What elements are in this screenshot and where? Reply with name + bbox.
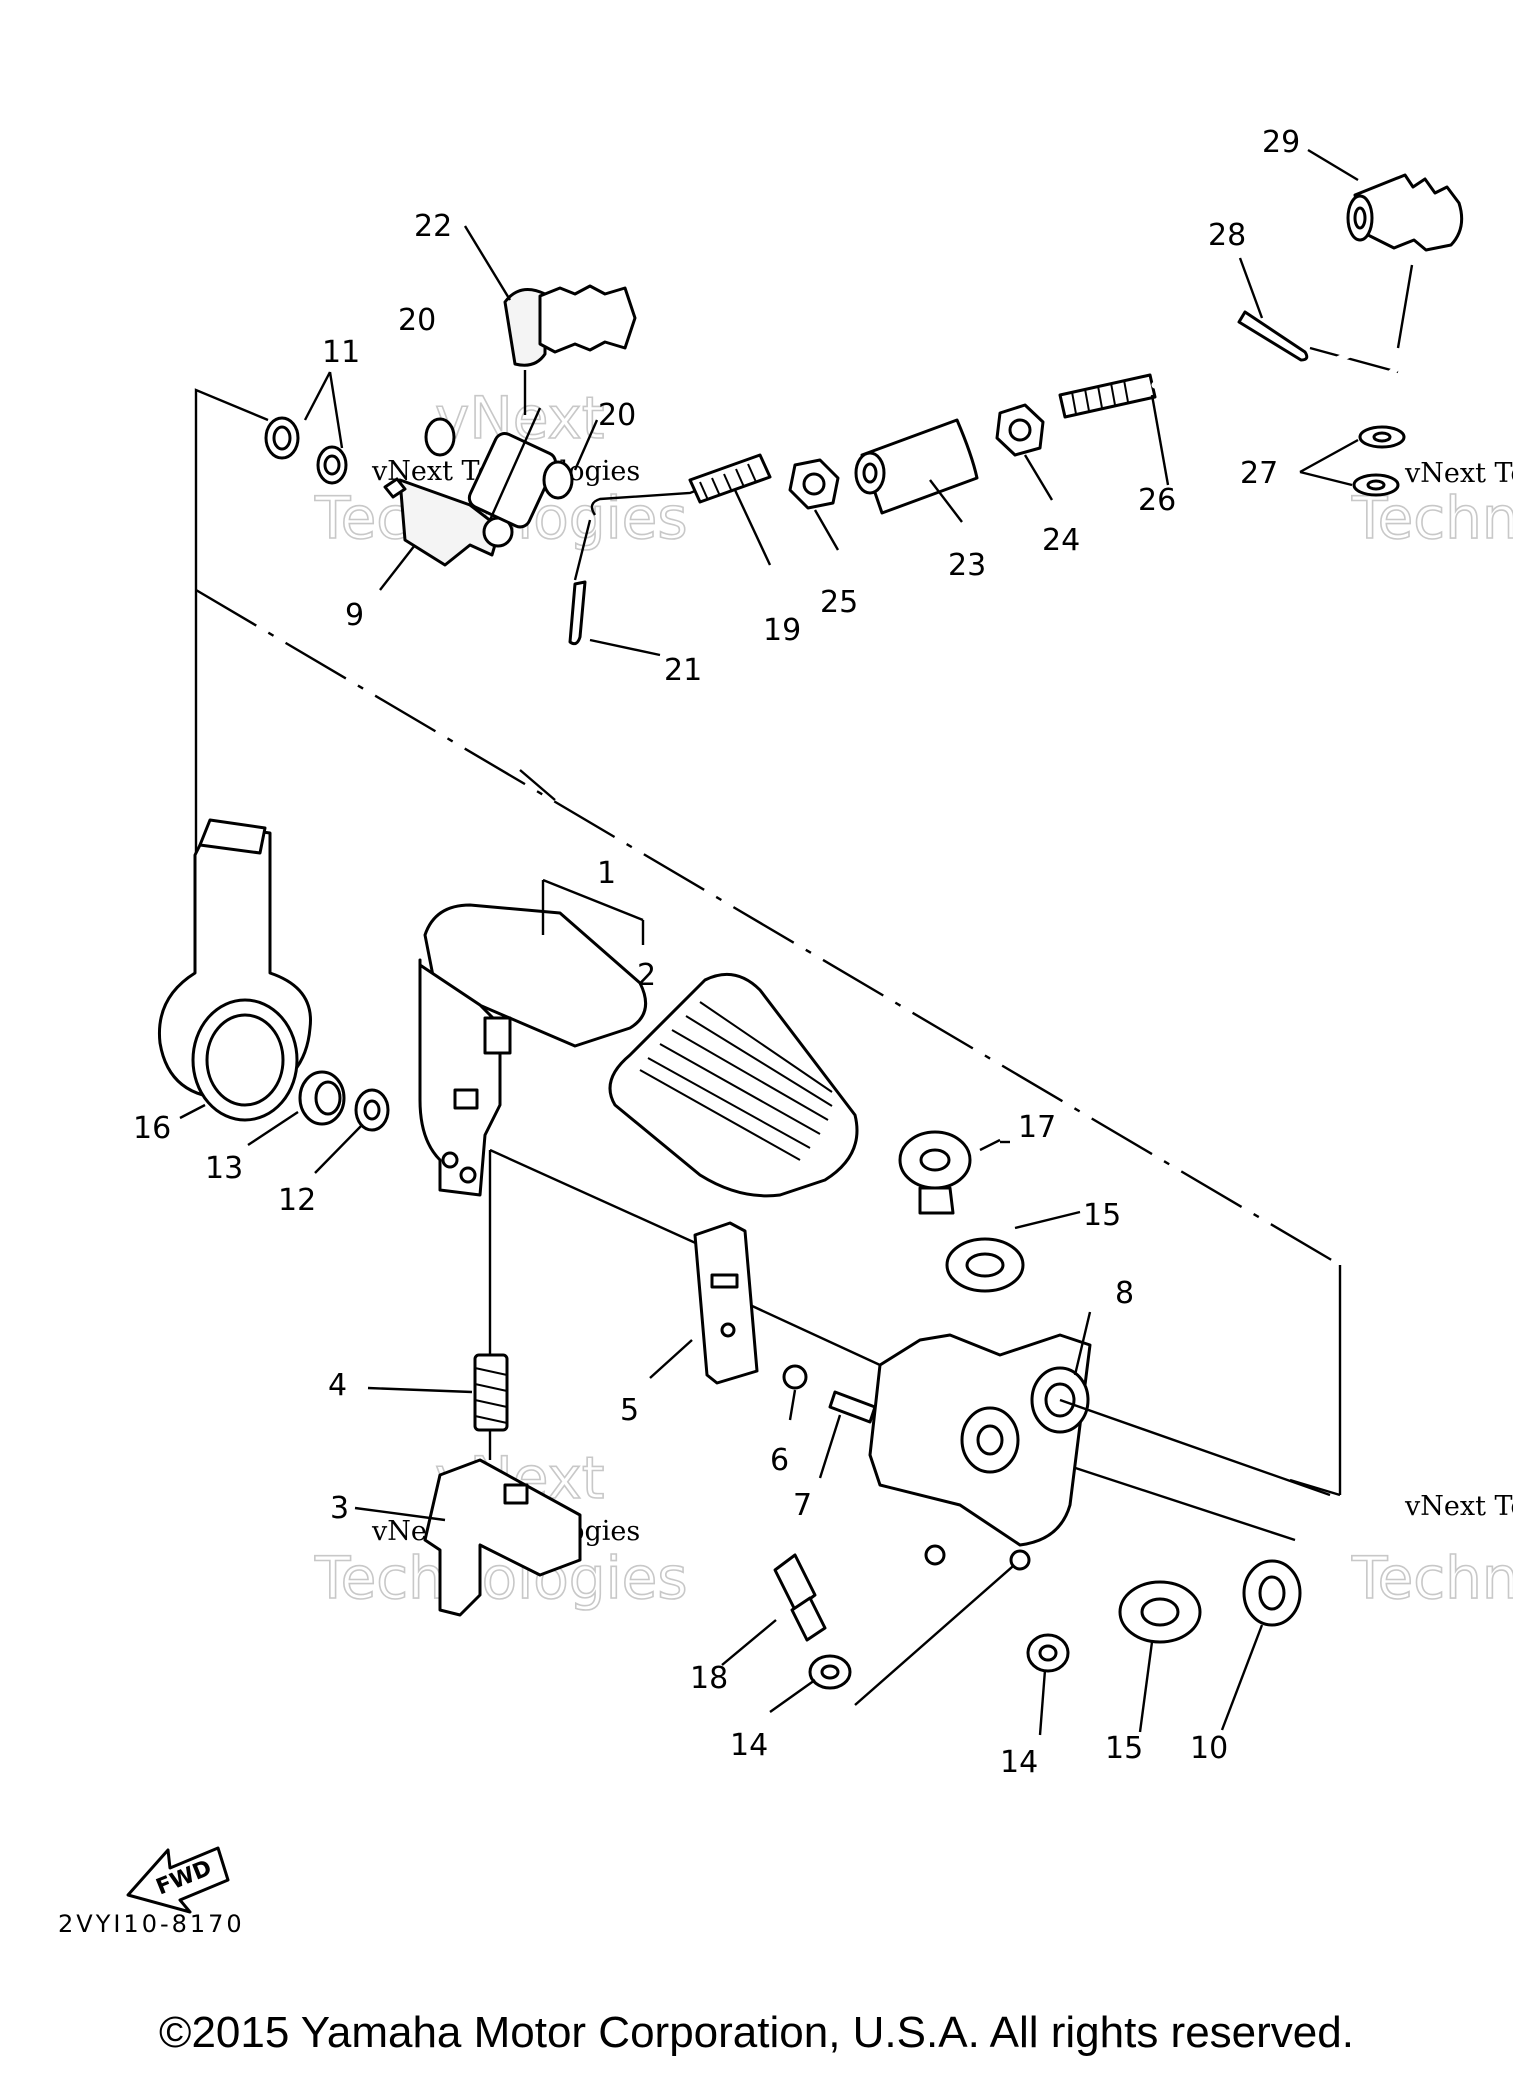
part-23-connector [854, 418, 979, 515]
callout-17: 17 [1018, 1110, 1056, 1145]
part-17-bolt [898, 1130, 972, 1215]
callout-16: 16 [133, 1111, 171, 1146]
callout-7: 7 [793, 1488, 812, 1523]
part-24-nut [995, 403, 1045, 457]
fwd-arrow-icon: FWD [126, 1846, 230, 1914]
part-27-washer-a-hole [1372, 431, 1392, 443]
part-20-grommet-b [542, 460, 574, 500]
callout-1: 1 [597, 856, 616, 891]
part-6-ball [782, 1364, 808, 1390]
callout-28: 28 [1208, 218, 1246, 253]
axis-19-21 [573, 519, 592, 581]
leader-lines [179, 148, 1414, 1736]
dash-line-diagonal [195, 588, 1341, 1267]
dash-upper-short [519, 769, 556, 801]
callout-22: 22 [414, 209, 452, 244]
callout-26: 26 [1138, 483, 1176, 518]
callout-3: 3 [330, 1491, 349, 1526]
part-29-boot [1346, 173, 1464, 252]
callout-11: 11 [322, 335, 360, 370]
diagram-part-code: 2VYI10-8170 [58, 1910, 245, 1938]
part-13-bushing [298, 1070, 346, 1126]
callout-20a: 20 [398, 303, 436, 338]
callout-18: 18 [690, 1661, 728, 1696]
copyright-notice: ©2015 Yamaha Motor Corporation, U.S.A. A… [159, 2008, 1354, 2057]
callout-21: 21 [664, 653, 702, 688]
watermark-vnext-text-3: vNext Technologies [1404, 458, 1513, 489]
callout-29: 29 [1262, 125, 1300, 160]
callout-9: 9 [345, 598, 364, 633]
part-5-plate [693, 1221, 759, 1385]
callout-15b: 15 [1105, 1731, 1143, 1766]
part-14-washer-b-hole [1038, 1644, 1058, 1662]
callout-5: 5 [620, 1393, 639, 1428]
axis-28-26 [1309, 346, 1399, 374]
part-11-washer-hole [272, 425, 292, 451]
callout-15a: 15 [1083, 1198, 1121, 1233]
part-20-grommet-a [424, 417, 456, 457]
callout-25: 25 [820, 585, 858, 620]
leader-5-to-8 [749, 1303, 881, 1367]
part-26-rod [1058, 343, 1402, 419]
part-8-bracket [868, 1333, 1092, 1571]
callout-14b: 14 [1000, 1745, 1038, 1780]
part-21-cotter-pin [568, 580, 587, 646]
part-25-nut [788, 458, 840, 510]
callout-19: 19 [763, 613, 801, 648]
part-10-washer-hole [1258, 1575, 1286, 1611]
part-4-spring [473, 1353, 509, 1432]
callout-8: 8 [1115, 1276, 1134, 1311]
callout-10: 10 [1190, 1731, 1228, 1766]
callout-6: 6 [770, 1443, 789, 1478]
part-19-rod [590, 453, 772, 516]
callout-4: 4 [328, 1368, 347, 1403]
callout-27: 27 [1240, 456, 1278, 491]
part-9-lever [383, 432, 558, 567]
callout-14a: 14 [730, 1728, 768, 1763]
part-7-spring [828, 1390, 877, 1424]
part-1-handle-lever [418, 903, 648, 1197]
callout-2: 2 [637, 958, 656, 993]
leader-14-bracket [854, 1559, 1021, 1706]
part-15-washer-top-hole [965, 1252, 1005, 1278]
callout-13: 13 [205, 1151, 243, 1186]
callout-23: 23 [948, 548, 986, 583]
part-18-bolt [773, 1553, 827, 1642]
right-bracket-foot [1289, 1478, 1341, 1497]
callout-20b: 20 [598, 398, 636, 433]
part-15-washer-bottom-hole [1140, 1597, 1180, 1627]
part-3-lock-plate [423, 1458, 582, 1617]
part-14-washer-a-hole [820, 1664, 840, 1680]
part-12-washer-hole [363, 1099, 381, 1121]
watermark-technologies-4: Technologies [1351, 1544, 1513, 1612]
leader-5-to-1 [489, 1148, 701, 1247]
callout-24: 24 [1042, 523, 1080, 558]
part-27-washer-b-hole [1366, 479, 1386, 491]
callout-labels: 29 28 27 26 24 23 25 19 21 22 20 20 11 9… [133, 125, 1300, 1780]
part-11-washer-b-hole [323, 454, 341, 476]
part-2-grip-cover [608, 972, 859, 1198]
part-16-grip [157, 818, 312, 1122]
part-28-cotter-pin [1237, 310, 1309, 362]
callout-12: 12 [278, 1183, 316, 1218]
watermark-vnext-text-4: vNext Technologies [1404, 1491, 1513, 1522]
part-22-boot [503, 284, 637, 367]
